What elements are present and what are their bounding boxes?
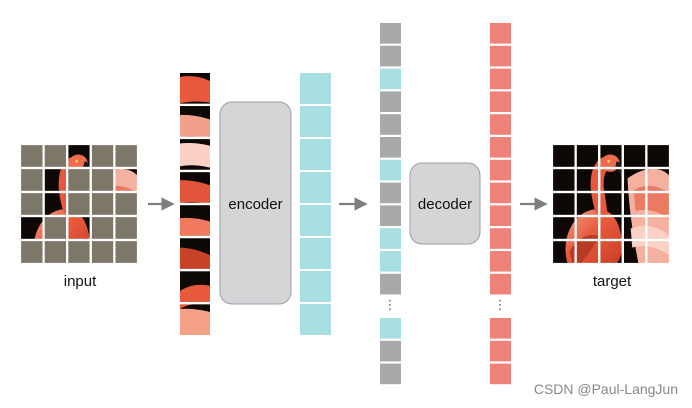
input-masked-patch (113, 238, 140, 266)
decoder-box (409, 162, 481, 245)
decoder-input-token (380, 205, 401, 226)
decoder-output-token (490, 363, 511, 385)
decoder-output-token (490, 228, 511, 249)
visible-patch (180, 304, 210, 335)
input-masked-patch (18, 238, 45, 266)
visible-patches-column (180, 73, 210, 335)
encoder-box (219, 101, 292, 305)
decoder-output-token (490, 251, 511, 272)
input-masked-patch (42, 214, 69, 242)
decoder-output-token (490, 159, 511, 181)
input-masked-patch (89, 142, 116, 170)
decoder-output-token (490, 205, 511, 226)
target-label: target (593, 273, 632, 290)
decoder-input-token (380, 159, 401, 181)
decoder-input-token (380, 114, 401, 135)
decoder-input-token (380, 45, 401, 67)
input-masked-patch (66, 166, 92, 194)
encoder-label: encoder (228, 196, 282, 213)
visible-patch (180, 172, 210, 203)
decoder-output-token (490, 318, 511, 339)
input-masked-patch (42, 142, 69, 170)
encoded-token (300, 238, 331, 269)
decoder-output-token (490, 23, 511, 44)
encoded-token (300, 73, 331, 104)
visible-patch (180, 205, 210, 236)
decoder-input-token (380, 273, 401, 295)
decoder-output-token (490, 182, 511, 204)
input-label: input (64, 273, 97, 290)
decoder-output-token (490, 91, 511, 112)
visible-patch (180, 106, 210, 137)
decoder-output-tokens (490, 23, 511, 385)
visible-patch (180, 73, 210, 104)
encoded-token (300, 106, 331, 137)
input-masked-patch (113, 190, 140, 218)
visible-patch (180, 271, 210, 302)
decoder-input-token (380, 251, 401, 272)
input-masked-patch (18, 166, 45, 194)
decoder-label: decoder (418, 196, 472, 213)
input-masked-patch (18, 142, 45, 170)
decoder-input-token (380, 228, 401, 249)
encoded-token (300, 271, 331, 302)
decoder-input-token (380, 91, 401, 112)
decoder-output-token (490, 114, 511, 135)
decoder-input-token (380, 137, 401, 158)
decoder-input-token (380, 182, 401, 204)
visible-patch (180, 238, 210, 269)
encoded-token (300, 205, 331, 236)
input-masked-patch (113, 142, 140, 170)
decoder-output-token (490, 137, 511, 158)
target-image (552, 144, 670, 264)
decoder-input-token (380, 363, 401, 385)
input-masked-patch (89, 190, 116, 218)
input-masked-patch (66, 190, 92, 218)
decoder-output-token (490, 45, 511, 67)
encoded-tokens-column (300, 73, 331, 335)
visible-patch (180, 139, 210, 170)
input-masked-patch (89, 238, 116, 266)
input-masked-patch (42, 238, 69, 266)
input-masked-patch (66, 238, 92, 266)
input-masked-image (18, 142, 140, 266)
encoded-token (300, 172, 331, 203)
decoder-input-token (380, 23, 401, 44)
watermark: CSDN @Paul-LangJun (534, 381, 678, 397)
input-masked-patch (113, 214, 140, 242)
decoder-output-ellipsis: ⋮ (494, 297, 507, 312)
target-patch (645, 238, 672, 266)
encoded-token (300, 139, 331, 170)
decoder-input-tokens (380, 23, 401, 385)
decoder-input-token (380, 318, 401, 339)
decoder-output-token (490, 340, 511, 362)
input-masked-patch (89, 166, 116, 194)
decoder-output-token (490, 68, 511, 90)
decoder-input-token (380, 340, 401, 362)
target-image (550, 142, 672, 266)
decoder-input-token (380, 68, 401, 90)
decoder-input-ellipsis: ⋮ (384, 297, 397, 312)
encoded-token (300, 304, 331, 335)
input-masked-patch (89, 214, 116, 242)
input-masked-patch (18, 190, 45, 218)
decoder-output-token (490, 273, 511, 295)
